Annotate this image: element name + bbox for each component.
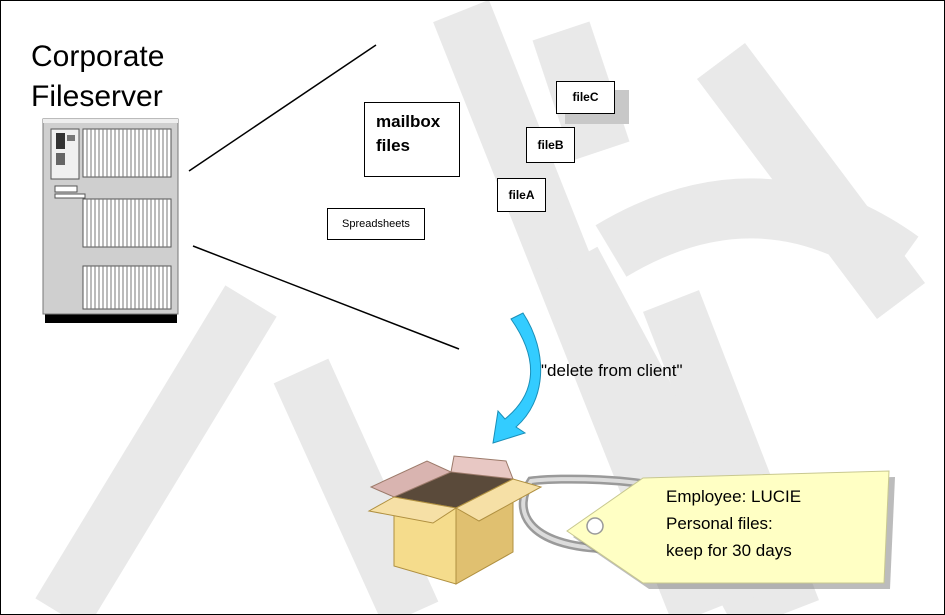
tag-line-personal-files: Personal files: xyxy=(666,514,773,533)
delete-from-client-label: "delete from client" xyxy=(541,361,683,380)
mailbox-files-box: mailbox files xyxy=(364,102,460,177)
archive-box-icon xyxy=(367,455,543,585)
tag-hole-icon xyxy=(586,517,604,535)
fileB-box: fileB xyxy=(526,127,575,163)
retention-tag-text: Employee: LUCIE Personal files: keep for… xyxy=(666,483,801,564)
mailbox-label-line1: mailbox xyxy=(376,112,441,131)
tag-line-employee: Employee: LUCIE xyxy=(666,487,802,506)
server-title-line1: Corporate xyxy=(31,40,165,73)
connector-line-top xyxy=(188,44,377,172)
server-tower-icon xyxy=(42,118,179,323)
server-title-line2: Fileserver xyxy=(31,80,163,113)
delete-arrow-icon xyxy=(492,312,542,444)
fileC-box: fileC xyxy=(556,81,615,114)
server-title: Corporate Fileserver xyxy=(31,37,164,117)
connector-line-bottom xyxy=(192,245,460,350)
spreadsheets-box: Spreadsheets xyxy=(327,208,425,240)
luggage-tag-icon xyxy=(566,470,890,584)
tag-line-retention: keep for 30 days xyxy=(666,541,792,560)
fileA-box: fileA xyxy=(497,178,546,212)
mailbox-label-line2: files xyxy=(376,136,411,155)
